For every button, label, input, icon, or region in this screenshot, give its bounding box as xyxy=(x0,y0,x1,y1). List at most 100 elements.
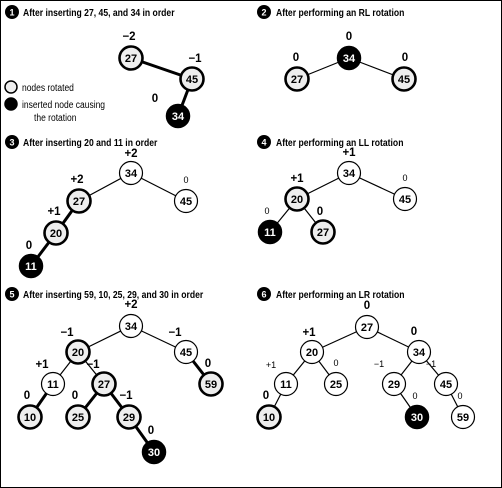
panel-6-node-29: 29−1 xyxy=(374,359,407,397)
legend-inserted-swatch xyxy=(4,97,18,111)
panel-3-node-45: 450 xyxy=(173,175,199,214)
balance-factor-label: +1 xyxy=(47,206,61,218)
panel-2-node-27: 27 0 xyxy=(284,52,310,92)
node-key-label: 59 xyxy=(205,379,217,391)
node-circle xyxy=(18,253,44,279)
legend-inserted-label-line-2: the rotation xyxy=(34,112,76,123)
node-key-label: 27 xyxy=(125,53,137,65)
panel-title: After performing an LR rotation xyxy=(276,289,405,301)
panel-1-node-34: 340 xyxy=(152,93,191,129)
panel-title: After performing an LL rotation xyxy=(276,137,404,149)
node-key-label: 11 xyxy=(25,261,37,273)
balance-factor-label: −1 xyxy=(86,359,100,371)
node-key-label: 27 xyxy=(317,227,329,239)
balance-factor-label: 0 xyxy=(24,390,30,402)
balance-factor-label: −1 xyxy=(168,327,182,339)
node-circle xyxy=(17,404,43,430)
balance-factor-label: 0 xyxy=(402,52,408,64)
panel-6-node-27: 27 0 xyxy=(354,300,380,340)
node-circle xyxy=(310,219,336,245)
node-key-label: 25 xyxy=(72,412,84,424)
node-circle xyxy=(173,188,199,214)
panel-3-node-27: 27+2 xyxy=(66,174,92,214)
panel-5-node-59: 590 xyxy=(198,358,224,397)
node-key-label: 45 xyxy=(399,194,411,206)
panel-3-node-20: 20+1 xyxy=(43,206,69,246)
balance-factor-label: +1 xyxy=(35,359,49,371)
balance-factor-label: 0 xyxy=(72,390,78,402)
balance-factor-label: 0 xyxy=(148,425,154,437)
node-circle xyxy=(165,103,191,129)
panel-5-node-27: 27 −1 xyxy=(86,359,117,397)
balance-factor-label: −2 xyxy=(122,31,135,43)
balance-factor-label: +2 xyxy=(124,299,137,311)
legend-rotated-label: nodes rotated xyxy=(22,82,74,93)
balance-factor-label: 0 xyxy=(457,391,462,401)
node-circle xyxy=(116,404,142,430)
panel-4-header: 4 After performing an LL rotation xyxy=(257,135,404,149)
node-circle xyxy=(273,371,299,397)
node-key-label: 34 xyxy=(172,111,185,123)
node-key-label: 27 xyxy=(361,322,373,334)
panel-4-node-27: 270 xyxy=(310,206,336,245)
node-circle xyxy=(391,66,417,92)
balance-factor-label: −1 xyxy=(119,390,133,402)
panel-number: 6 xyxy=(261,290,266,300)
panel-6-node-20: 20+1 xyxy=(299,327,325,365)
node-key-label: 45 xyxy=(440,379,452,391)
node-key-label: 30 xyxy=(411,412,423,424)
legend: nodes rotated inserted node causing the … xyxy=(4,80,105,123)
balance-factor-label: 0 xyxy=(412,391,417,401)
node-key-label: 34 xyxy=(413,347,426,359)
balance-factor-label: 0 xyxy=(263,390,269,402)
nodes-layer: 27−245−134034027045034+227+245020+111034… xyxy=(17,31,476,465)
panel-6-node-34: 340 xyxy=(406,326,432,365)
node-circle xyxy=(433,371,459,397)
panel-6-node-30: 30 0 xyxy=(404,391,430,430)
panel-6-node-45: 45−1 xyxy=(426,359,459,397)
node-circle xyxy=(40,371,66,397)
balance-factor-label: 0 xyxy=(346,31,352,43)
balance-factor-label: 0 xyxy=(293,52,299,64)
panel-1-header: 1 After inserting 27, 45, and 34 in orde… xyxy=(5,5,175,19)
balance-factor-label: +1 xyxy=(302,327,316,339)
node-circle xyxy=(43,220,69,246)
node-key-label: 34 xyxy=(125,321,138,333)
panel-5-node-11: 11+1 xyxy=(35,359,66,397)
balance-factor-label: −1 xyxy=(188,53,202,65)
panel-4-node-20: 20+1 xyxy=(284,173,310,212)
panel-5-node-34: 34 +2 xyxy=(118,299,144,339)
node-key-label: 11 xyxy=(264,227,276,239)
panel-number: 4 xyxy=(261,138,266,148)
balance-factor-label: 0 xyxy=(364,300,370,312)
node-circle xyxy=(66,188,92,214)
panel-number: 1 xyxy=(9,8,14,18)
panel-number: 2 xyxy=(261,8,266,18)
panel-2-node-45: 45 0 xyxy=(391,52,417,92)
node-key-label: 10 xyxy=(24,412,36,424)
panel-3-header: 3 After inserting 20 and 11 in order xyxy=(5,135,158,149)
node-key-label: 29 xyxy=(388,379,400,391)
node-circle xyxy=(173,339,199,365)
panel-2-node-34: 340 xyxy=(336,31,362,71)
node-circle xyxy=(141,439,167,465)
node-circle xyxy=(256,404,282,430)
node-key-label: 27 xyxy=(73,196,85,208)
node-key-label: 27 xyxy=(98,379,110,391)
node-key-label: 25 xyxy=(330,379,342,391)
node-key-label: 27 xyxy=(291,74,303,86)
balance-factor-label: 0 xyxy=(264,206,269,216)
panel-number: 3 xyxy=(9,138,14,148)
balance-factor-label: −1 xyxy=(60,327,74,339)
node-key-label: 45 xyxy=(398,74,410,86)
node-circle xyxy=(381,371,407,397)
balance-factor-label: 0 xyxy=(333,358,338,368)
node-key-label: 45 xyxy=(180,347,192,359)
node-circle xyxy=(198,371,224,397)
panel-title: After inserting 59, 10, 25, 29, and 30 i… xyxy=(23,289,203,301)
node-circle xyxy=(65,404,91,430)
panel-5-node-10: 10 0 xyxy=(17,390,43,430)
panel-4-node-34: 34+1 xyxy=(336,147,362,186)
balance-factor-label: +1 xyxy=(266,360,276,370)
panel-6-node-59: 590 xyxy=(450,391,476,430)
